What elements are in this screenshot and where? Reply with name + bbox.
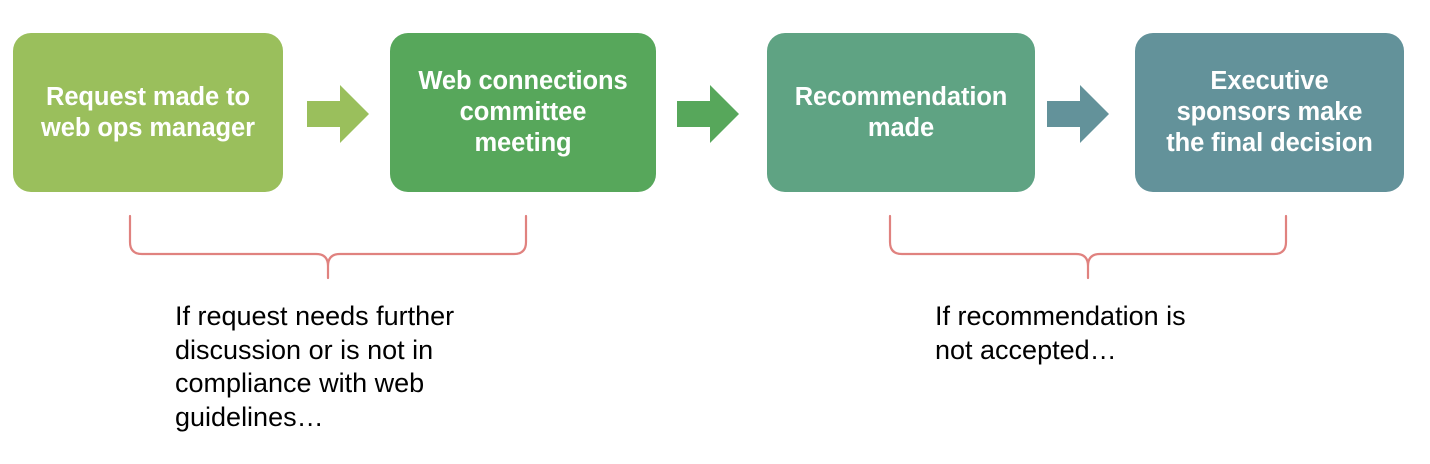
process-step-2[interactable]: Web connections committee meeting <box>390 33 656 192</box>
process-step-4[interactable]: Executive sponsors make the final decisi… <box>1135 33 1404 192</box>
right-arrow-icon-1 <box>307 85 369 143</box>
right-arrow-icon-2 <box>677 85 739 143</box>
curly-brace-down-icon-2 <box>888 214 1288 280</box>
annotation-text-1: If request needs further discussion or i… <box>175 301 455 432</box>
annotation-text-2: If recommendation is not accepted… <box>935 301 1186 365</box>
process-step-1-label: Request made to web ops manager <box>41 82 255 142</box>
curly-brace-down-icon-1 <box>128 214 528 280</box>
process-step-2-label: Web connections committee meeting <box>418 67 628 157</box>
process-step-3[interactable]: Recommendation made <box>767 33 1035 192</box>
process-step-4-label: Executive sponsors make the final decisi… <box>1166 67 1373 157</box>
right-arrow-icon-3 <box>1047 85 1109 143</box>
process-step-1[interactable]: Request made to web ops manager <box>13 33 283 192</box>
process-step-3-label: Recommendation made <box>794 82 1008 142</box>
